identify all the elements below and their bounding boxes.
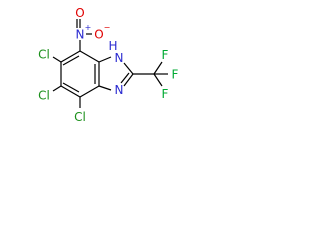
ring-nitrogens: H N N: [108, 39, 123, 97]
atom-nitro-o-top: O: [75, 6, 84, 20]
atom-cl-mid: Cl: [38, 89, 50, 103]
atom-nitro-o-charge: −: [104, 23, 111, 32]
bond-c2-n3: [123, 73, 134, 87]
bond-c7a-n1: [98, 56, 112, 63]
atom-imine-n: N: [115, 83, 124, 97]
trifluoromethyl-group: [133, 61, 168, 87]
atom-f-bottom: F: [162, 87, 169, 101]
atom-nitro-o-right: O: [94, 28, 103, 42]
bond-c4-c5: [60, 85, 81, 98]
atom-nitro-charge: +: [85, 23, 92, 32]
bond-n3-c3a: [98, 85, 112, 91]
atom-cl-top: Cl: [38, 48, 50, 62]
atom-f-top: F: [162, 48, 169, 62]
bond-c5-cl: [52, 85, 62, 92]
atom-cl-bottom: Cl: [74, 110, 86, 124]
chlorine-atoms: Cl Cl Cl: [38, 48, 86, 125]
bond-c7-c7a: [79, 50, 100, 63]
bond-c6-c7-inner: [62, 55, 80, 66]
bond-cf3-f-bottom: [153, 73, 163, 87]
bond-c4-c5-inner: [62, 82, 80, 93]
bond-cf3-f-top: [153, 61, 163, 75]
bond-c2-n3-inner: [120, 72, 130, 84]
molecule-structure: N + O O − Cl Cl Cl H N N F F F: [38, 6, 179, 125]
bond-n1-c2: [123, 62, 134, 75]
benzene-ring: [60, 50, 100, 98]
bond-c3a-c4: [79, 85, 100, 98]
nitro-group: N + O O −: [75, 6, 110, 42]
atom-nh-h: H: [108, 39, 117, 53]
imidazole-ring: [98, 56, 134, 91]
atom-nh-n: N: [115, 51, 124, 65]
substituent-bonds: [52, 40, 81, 108]
atom-f-right: F: [172, 68, 179, 82]
bond-c6-c7: [60, 50, 81, 63]
atom-nitro-n: N: [76, 28, 85, 42]
bond-c6-cl: [52, 56, 62, 63]
fluorine-atoms: F F F: [162, 48, 179, 101]
